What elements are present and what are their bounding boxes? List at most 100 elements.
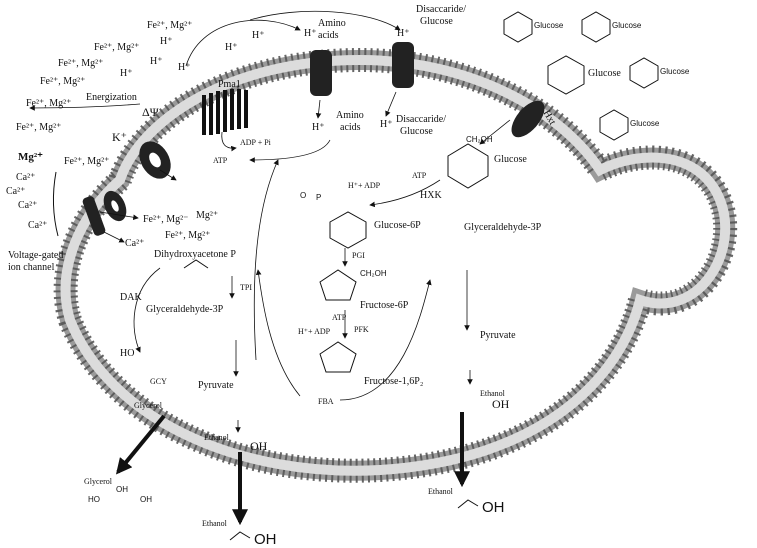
h-adp-label: H⁺+ ADP xyxy=(298,327,331,336)
voltage-gated-label-1: Voltage-gated xyxy=(8,250,63,261)
extracellular-glucose: Glucose Glucose Glucose Glucose Glucose xyxy=(503,11,690,141)
amino-acids-in-1: Amino xyxy=(336,110,364,121)
glucose-molecule: Glucose xyxy=(503,11,564,43)
glucose-label: Glucose xyxy=(660,67,690,76)
glucose-molecule: Glucose xyxy=(547,55,621,95)
glycerol-out-label: Glycerol xyxy=(84,477,113,486)
chem-group: O xyxy=(300,191,306,200)
fba-label: FBA xyxy=(318,397,334,406)
amino-acids-in-2: acids xyxy=(340,122,361,133)
ca-label: Ca²⁺ xyxy=(28,220,47,231)
hxk-label: HXK xyxy=(420,190,442,201)
energization-arrow xyxy=(29,103,141,111)
ethanol-right-structure xyxy=(457,499,479,509)
amino-acids-out-1: Amino xyxy=(318,18,346,29)
proton-label: H⁺ xyxy=(312,122,325,133)
fructose-6p: CH₂OH Fructose-6P xyxy=(319,269,409,311)
ethanol-out-right-label: Ethanol xyxy=(428,487,454,496)
intracellular-transport: H⁺ Amino acids H⁺ Disaccaride/ Glucose A… xyxy=(64,91,446,249)
atp-label: ATP xyxy=(332,313,347,322)
k-influx-arrow xyxy=(159,169,177,181)
glycerol-in-label: Glycerol xyxy=(134,401,163,410)
pyruvate-right-label: Pyruvate xyxy=(480,330,516,341)
disaccharide-in-2: Glucose xyxy=(400,126,433,137)
gap-right-label: Glyceraldehyde-3P xyxy=(464,222,542,233)
ion-influx-arrow xyxy=(99,211,139,221)
ion-label: Fe²⁺, Mg²⁻ xyxy=(143,214,188,225)
ion-label: Fe²⁺, Mg²⁺ xyxy=(16,122,61,133)
glucose-label: Glucose xyxy=(494,154,527,165)
glycerol-ho: HO xyxy=(88,495,100,504)
proton-efflux-arrow xyxy=(185,19,301,67)
ethanol-left-label: Ethanol xyxy=(204,433,230,442)
extracellular-ions: Fe²⁺, Mg²⁺ Fe²⁺, Mg²⁺ Fe²⁺, Mg²⁺ Fe²⁺, M… xyxy=(6,4,466,237)
pma1-label: Pma1 xyxy=(218,79,241,90)
amino-acid-transporter xyxy=(310,50,332,96)
k-ion-label: K⁺ xyxy=(112,130,127,144)
calcium-bracket xyxy=(52,171,59,237)
pyruvate-left-label: Pyruvate xyxy=(198,380,234,391)
ca-label: Ca²⁺ xyxy=(125,238,144,249)
f6p-label: Fructose-6P xyxy=(360,300,409,311)
gcy-label: GCY xyxy=(150,377,167,386)
chem-group: OH xyxy=(250,439,268,453)
chem-group: OH xyxy=(482,499,505,516)
delta-psi-label: ΔΨ xyxy=(142,105,159,119)
hxt-import-arrow xyxy=(479,119,511,145)
disacc-influx-arrow xyxy=(385,91,397,117)
glucose-molecule: Glucose xyxy=(599,109,660,141)
ion-label: Fe²⁺, Mg²⁺ xyxy=(40,76,85,87)
hxk-arrow xyxy=(369,179,441,208)
pgi-label: PGI xyxy=(352,251,365,260)
ion-label: Fe²⁺, Mg²⁺ xyxy=(58,58,103,69)
pma1-pump: Pma1 xyxy=(202,79,248,135)
g6p-label: Glucose-6P xyxy=(374,220,421,231)
glucose-molecule: Glucose xyxy=(581,11,642,43)
gap-left-label: Glyceraldehyde-3P xyxy=(146,304,224,315)
glucose-molecule: Glucose xyxy=(629,57,690,89)
ion-label: Fe²⁺, Mg²⁺ xyxy=(165,230,210,241)
atp-consumption-arrow xyxy=(253,159,279,361)
fba-right-arrow xyxy=(339,279,432,401)
mg-label: Mg²⁺ xyxy=(18,151,43,163)
ion-label: Fe²⁺, Mg²⁺ xyxy=(64,156,109,167)
amino-acids-out-2: acids xyxy=(318,30,339,41)
ca-influx-arrow xyxy=(103,231,125,243)
disaccharide-in-1: Disaccaride/ xyxy=(396,114,446,125)
chem-group: P xyxy=(316,193,321,202)
ion-label: Fe²⁺, Mg²⁺ xyxy=(26,98,71,109)
proton-label: H⁺ xyxy=(304,28,317,39)
mg-label: Mg²⁺ xyxy=(196,210,218,221)
fba-left-arrow xyxy=(255,269,301,397)
dak-arrow xyxy=(133,267,161,353)
glycerol-oh-1: OH xyxy=(116,485,128,494)
chem-group: OH xyxy=(254,531,277,548)
k-channel: K⁺ xyxy=(112,130,171,179)
product-export: Glycerol HO OH OH Ethanol OH Ethanol OH xyxy=(84,412,505,548)
glucose-intracellular: CH₂OH Glucose xyxy=(447,135,527,189)
atp-label: ATP xyxy=(213,156,228,165)
ca-label: Ca²⁺ xyxy=(16,172,35,183)
glycerol-export-arrow xyxy=(115,414,166,475)
disaccharide-transporter xyxy=(392,42,414,88)
proton-label: H⁺ xyxy=(160,36,173,47)
ion-label: Fe²⁺, Mg²⁺ xyxy=(147,20,192,31)
glycerol-precursor: HO xyxy=(120,348,134,359)
pfk-label: PFK xyxy=(354,325,369,334)
energization-label: Energization xyxy=(86,92,137,103)
ca-label: Ca²⁺ xyxy=(6,186,25,197)
proton-label: H⁺ xyxy=(150,56,163,67)
tpi-label: TPI xyxy=(240,283,252,292)
glucose-label: Glucose xyxy=(630,119,660,128)
chem-group: CH₂OH xyxy=(360,269,387,278)
glycolysis-pathway: CH₂OH Glucose ATP H⁺+ ADP HXK Glucose-6P… xyxy=(120,119,542,453)
chem-group: OH xyxy=(492,397,510,411)
glucose-label: Glucose xyxy=(534,21,564,30)
h-adp-label: H⁺+ ADP xyxy=(348,181,381,190)
proton-label: H⁺ xyxy=(397,28,410,39)
ion-label: Fe²⁺, Mg²⁺ xyxy=(94,42,139,53)
glucose-label: Glucose xyxy=(612,21,642,30)
f16bp-label: Fructose-1,6P₂ xyxy=(364,376,423,387)
